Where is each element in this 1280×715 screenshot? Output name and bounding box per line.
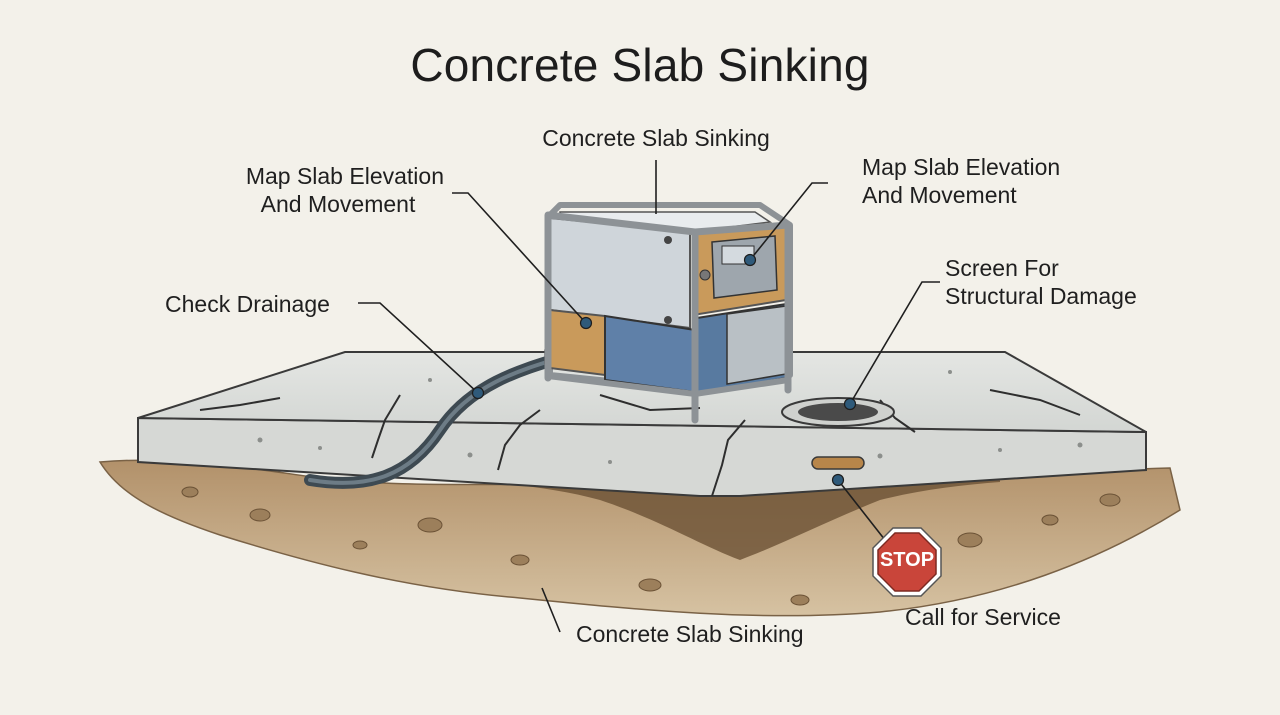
leader-dots: [471, 253, 857, 487]
callout-line: And Movement: [260, 191, 416, 217]
slab-cracks: [199, 389, 1081, 497]
stop-sign-label: STOP: [879, 549, 935, 571]
page-title: Concrete Slab Sinking: [410, 39, 870, 91]
drain-slot: [811, 456, 865, 470]
leader-lines: [358, 160, 940, 633]
callout-call-service: Call for Service: [905, 604, 1061, 630]
callout-check-drainage: Check Drainage: [165, 291, 330, 317]
callout-map-elevation-right: Map Slab Elevation And Movement: [862, 153, 1092, 209]
callout-bottom-center: Concrete Slab Sinking: [576, 621, 804, 647]
void-under-slab: [330, 470, 1000, 560]
slab-specks: [257, 370, 1083, 464]
callout-line: Structural Damage: [945, 283, 1137, 309]
injection-machine: [544, 202, 793, 424]
soil-rocks: [181, 486, 1121, 606]
callout-line: And Movement: [862, 182, 1017, 208]
callout-screen-damage: Screen For Structural Damage: [945, 254, 1175, 310]
callout-line: Screen For: [945, 255, 1059, 281]
callout-top-center: Concrete Slab Sinking: [542, 125, 770, 151]
callout-line: Map Slab Elevation: [245, 163, 444, 189]
stop-sign-icon: [872, 527, 942, 597]
callout-map-elevation-left: Map Slab Elevation And Movement: [214, 162, 444, 218]
callout-line: Map Slab Elevation: [862, 154, 1061, 180]
